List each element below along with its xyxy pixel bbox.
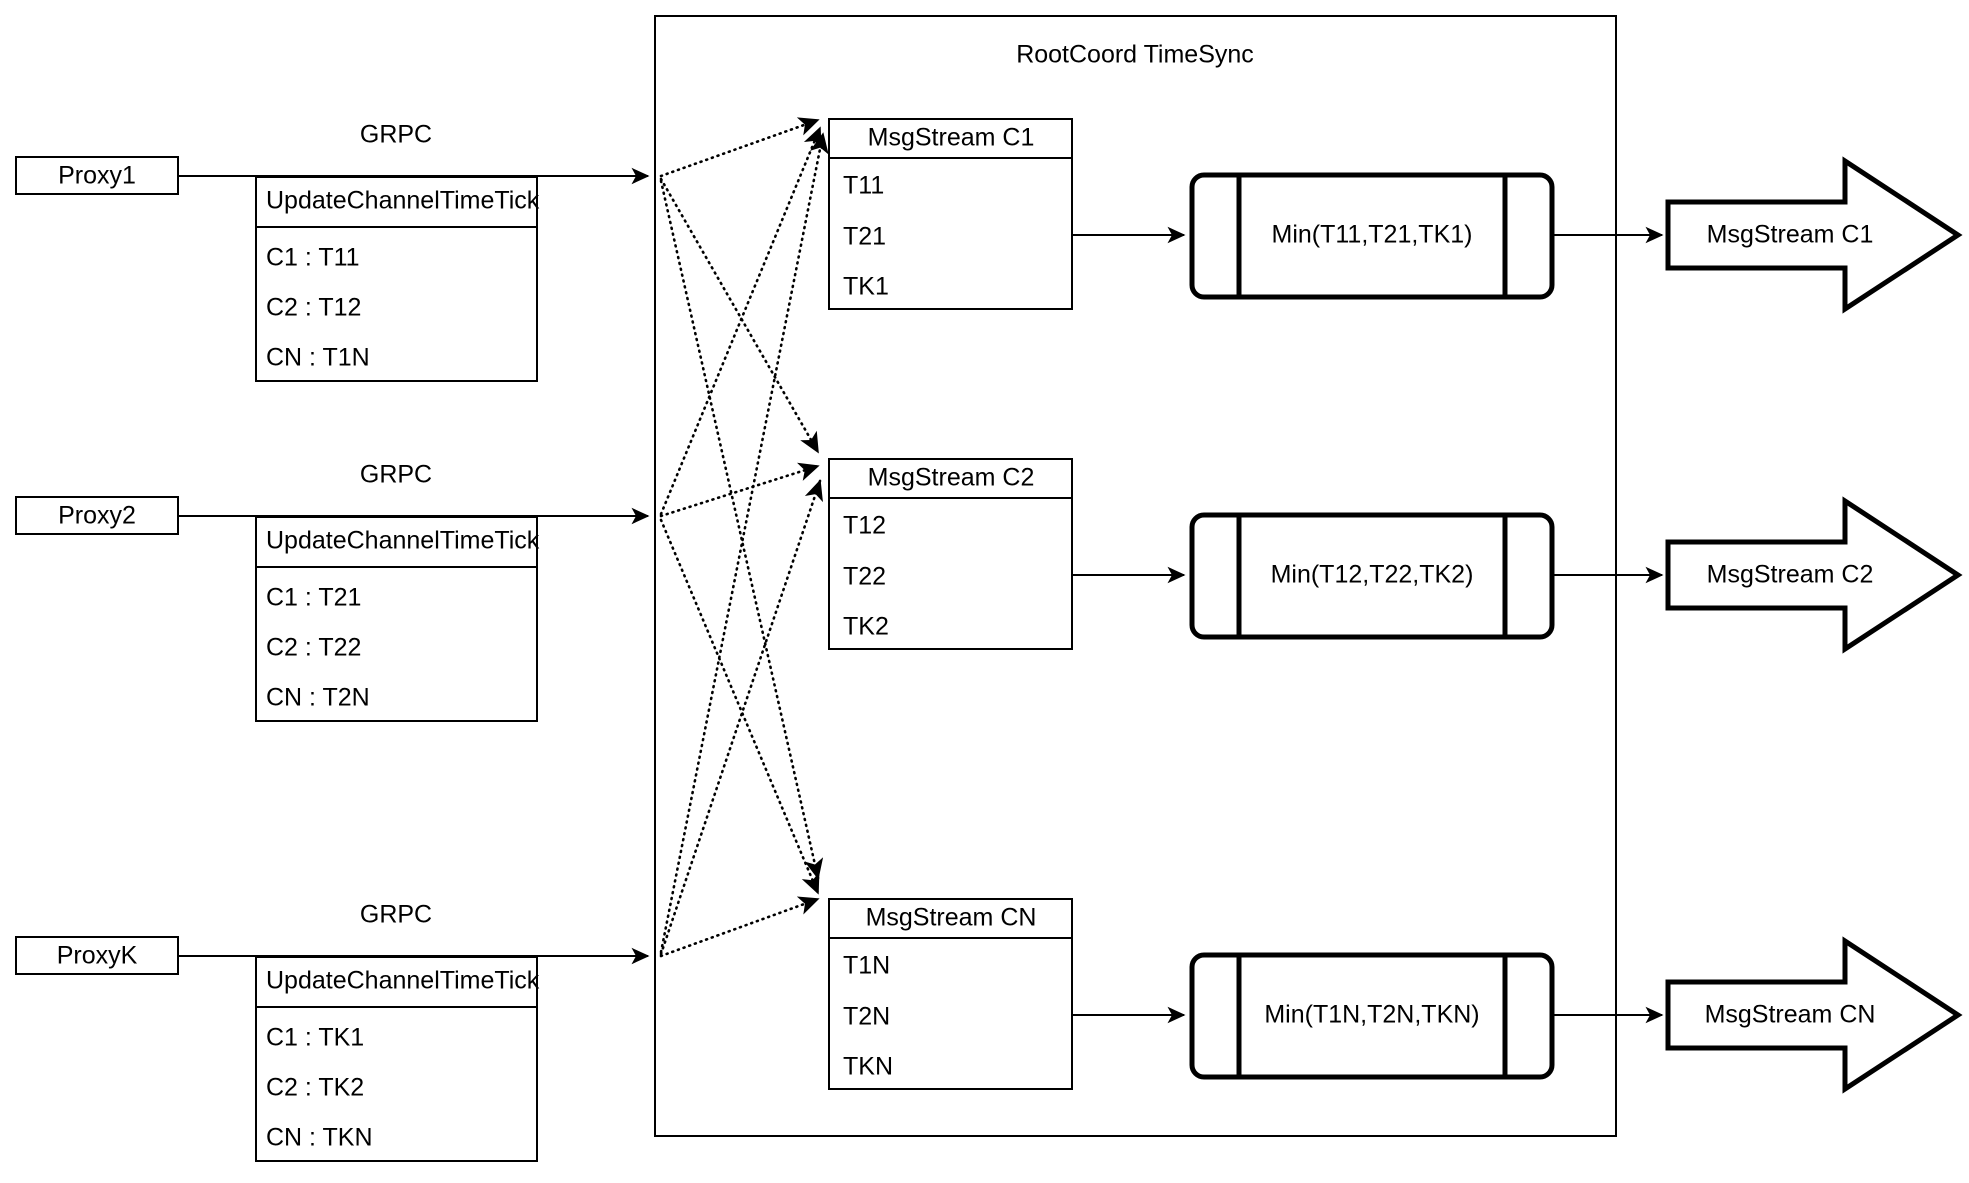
update-channel-timetick-card-1: UpdateChannelTimeTick C1 : T11 C2 : T12 … bbox=[255, 176, 540, 382]
msgstream-card-title-1: MsgStream C1 bbox=[868, 124, 1035, 152]
fanout-p2-cn bbox=[659, 518, 820, 895]
msgstream-card-2: MsgStream C2 T12 T22 TK2 bbox=[828, 458, 1073, 650]
msgstream-tick-1-2: TK1 bbox=[843, 273, 889, 301]
container-title: RootCoord TimeSync bbox=[1016, 41, 1254, 69]
output-block-arrow-1: MsgStream C1 bbox=[1665, 156, 1963, 314]
msgstream-tick-2-0: T12 bbox=[843, 512, 886, 540]
grpc-label-3: GRPC bbox=[360, 901, 432, 929]
rpc-title-1: UpdateChannelTimeTick bbox=[266, 187, 540, 215]
min-label-2: Min(T12,T22,TK2) bbox=[1271, 561, 1474, 589]
update-channel-timetick-card-3: UpdateChannelTimeTick C1 : TK1 C2 : TK2 … bbox=[255, 956, 540, 1162]
channel-group-2: MsgStream C2 T12 T22 TK2 Min(T12,T22,TK2… bbox=[828, 458, 1963, 654]
output-label-2: MsgStream C2 bbox=[1707, 561, 1874, 589]
proxy-name-2: Proxy2 bbox=[58, 502, 136, 530]
fanout-p2-c1 bbox=[659, 126, 822, 516]
msgstream-tick-1-0: T11 bbox=[843, 172, 884, 200]
proxy-group-3: GRPC ProxyK UpdateChannelTimeTick C1 : T… bbox=[15, 901, 650, 1162]
rpc-entry-1-1: C2 : T12 bbox=[266, 294, 361, 322]
msgstream-card-title-2: MsgStream C2 bbox=[868, 464, 1035, 492]
fanout-p1-c1 bbox=[659, 117, 820, 178]
proxy-name-3: ProxyK bbox=[57, 942, 138, 970]
output-block-arrow-3: MsgStream CN bbox=[1665, 936, 1963, 1094]
rpc-entry-1-0: C1 : T11 bbox=[266, 244, 360, 272]
rpc-entry-2-1: C2 : T22 bbox=[266, 634, 361, 662]
proxy-group-2: GRPC Proxy2 UpdateChannelTimeTick C1 : T… bbox=[15, 461, 650, 722]
fanout-p1-cn bbox=[659, 179, 824, 880]
rpc-title-2: UpdateChannelTimeTick bbox=[266, 527, 540, 555]
channel-group-3: MsgStream CN T1N T2N TKN Min(T1N,T2N,TKN… bbox=[828, 898, 1963, 1094]
fanout-p2-c2 bbox=[659, 462, 820, 518]
rpc-title-3: UpdateChannelTimeTick bbox=[266, 967, 540, 995]
min-label-1: Min(T11,T21,TK1) bbox=[1272, 221, 1473, 249]
min-process-box-3: Min(T1N,T2N,TKN) bbox=[1189, 952, 1555, 1080]
msgstream-card-1: MsgStream C1 T11 T21 TK1 bbox=[828, 118, 1073, 310]
output-block-arrow-2: MsgStream C2 bbox=[1665, 496, 1963, 654]
dotted-fanout-connectors bbox=[659, 117, 829, 958]
grpc-label-1: GRPC bbox=[360, 121, 432, 149]
proxy-box-2[interactable]: Proxy2 bbox=[15, 496, 179, 535]
msgstream-tick-2-2: TK2 bbox=[843, 613, 889, 641]
proxy-group-1: GRPC Proxy1 UpdateChannelTimeTick C1 : T… bbox=[15, 121, 650, 382]
rpc-entry-3-1: C2 : TK2 bbox=[266, 1074, 364, 1102]
rpc-entry-2-2: CN : T2N bbox=[266, 684, 370, 712]
msgstream-card-title-3: MsgStream CN bbox=[866, 904, 1037, 932]
rpc-entry-1-2: CN : T1N bbox=[266, 344, 370, 372]
min-label-3: Min(T1N,T2N,TKN) bbox=[1264, 1001, 1479, 1029]
msgstream-tick-3-2: TKN bbox=[843, 1053, 893, 1081]
fanout-p1-c2 bbox=[659, 177, 820, 454]
output-label-3: MsgStream CN bbox=[1705, 1001, 1876, 1029]
grpc-label-2: GRPC bbox=[360, 461, 432, 489]
fanout-pk-c2 bbox=[659, 479, 823, 956]
msgstream-tick-3-0: T1N bbox=[843, 952, 890, 980]
msgstream-tick-1-1: T21 bbox=[843, 223, 886, 251]
output-label-1: MsgStream C1 bbox=[1707, 221, 1874, 249]
update-channel-timetick-card-2: UpdateChannelTimeTick C1 : T21 C2 : T22 … bbox=[255, 516, 540, 722]
rpc-entry-3-2: CN : TKN bbox=[266, 1124, 373, 1152]
proxy-box-1[interactable]: Proxy1 bbox=[15, 156, 179, 195]
proxy-box-3[interactable]: ProxyK bbox=[15, 936, 179, 975]
msgstream-card-3: MsgStream CN T1N T2N TKN bbox=[828, 898, 1073, 1090]
msgstream-tick-3-1: T2N bbox=[843, 1003, 890, 1031]
min-process-box-2: Min(T12,T22,TK2) bbox=[1189, 512, 1555, 640]
channel-group-1: MsgStream C1 T11 T21 TK1 Min(T11,T21,TK1… bbox=[828, 118, 1963, 314]
fanout-pk-cn bbox=[659, 896, 820, 958]
proxy-name-1: Proxy1 bbox=[58, 162, 136, 190]
min-process-box-1: Min(T11,T21,TK1) bbox=[1189, 172, 1555, 300]
rpc-entry-2-0: C1 : T21 bbox=[266, 584, 361, 612]
msgstream-tick-2-1: T22 bbox=[843, 563, 886, 591]
rpc-entry-3-0: C1 : TK1 bbox=[266, 1024, 364, 1052]
fanout-pk-c1 bbox=[659, 132, 829, 954]
